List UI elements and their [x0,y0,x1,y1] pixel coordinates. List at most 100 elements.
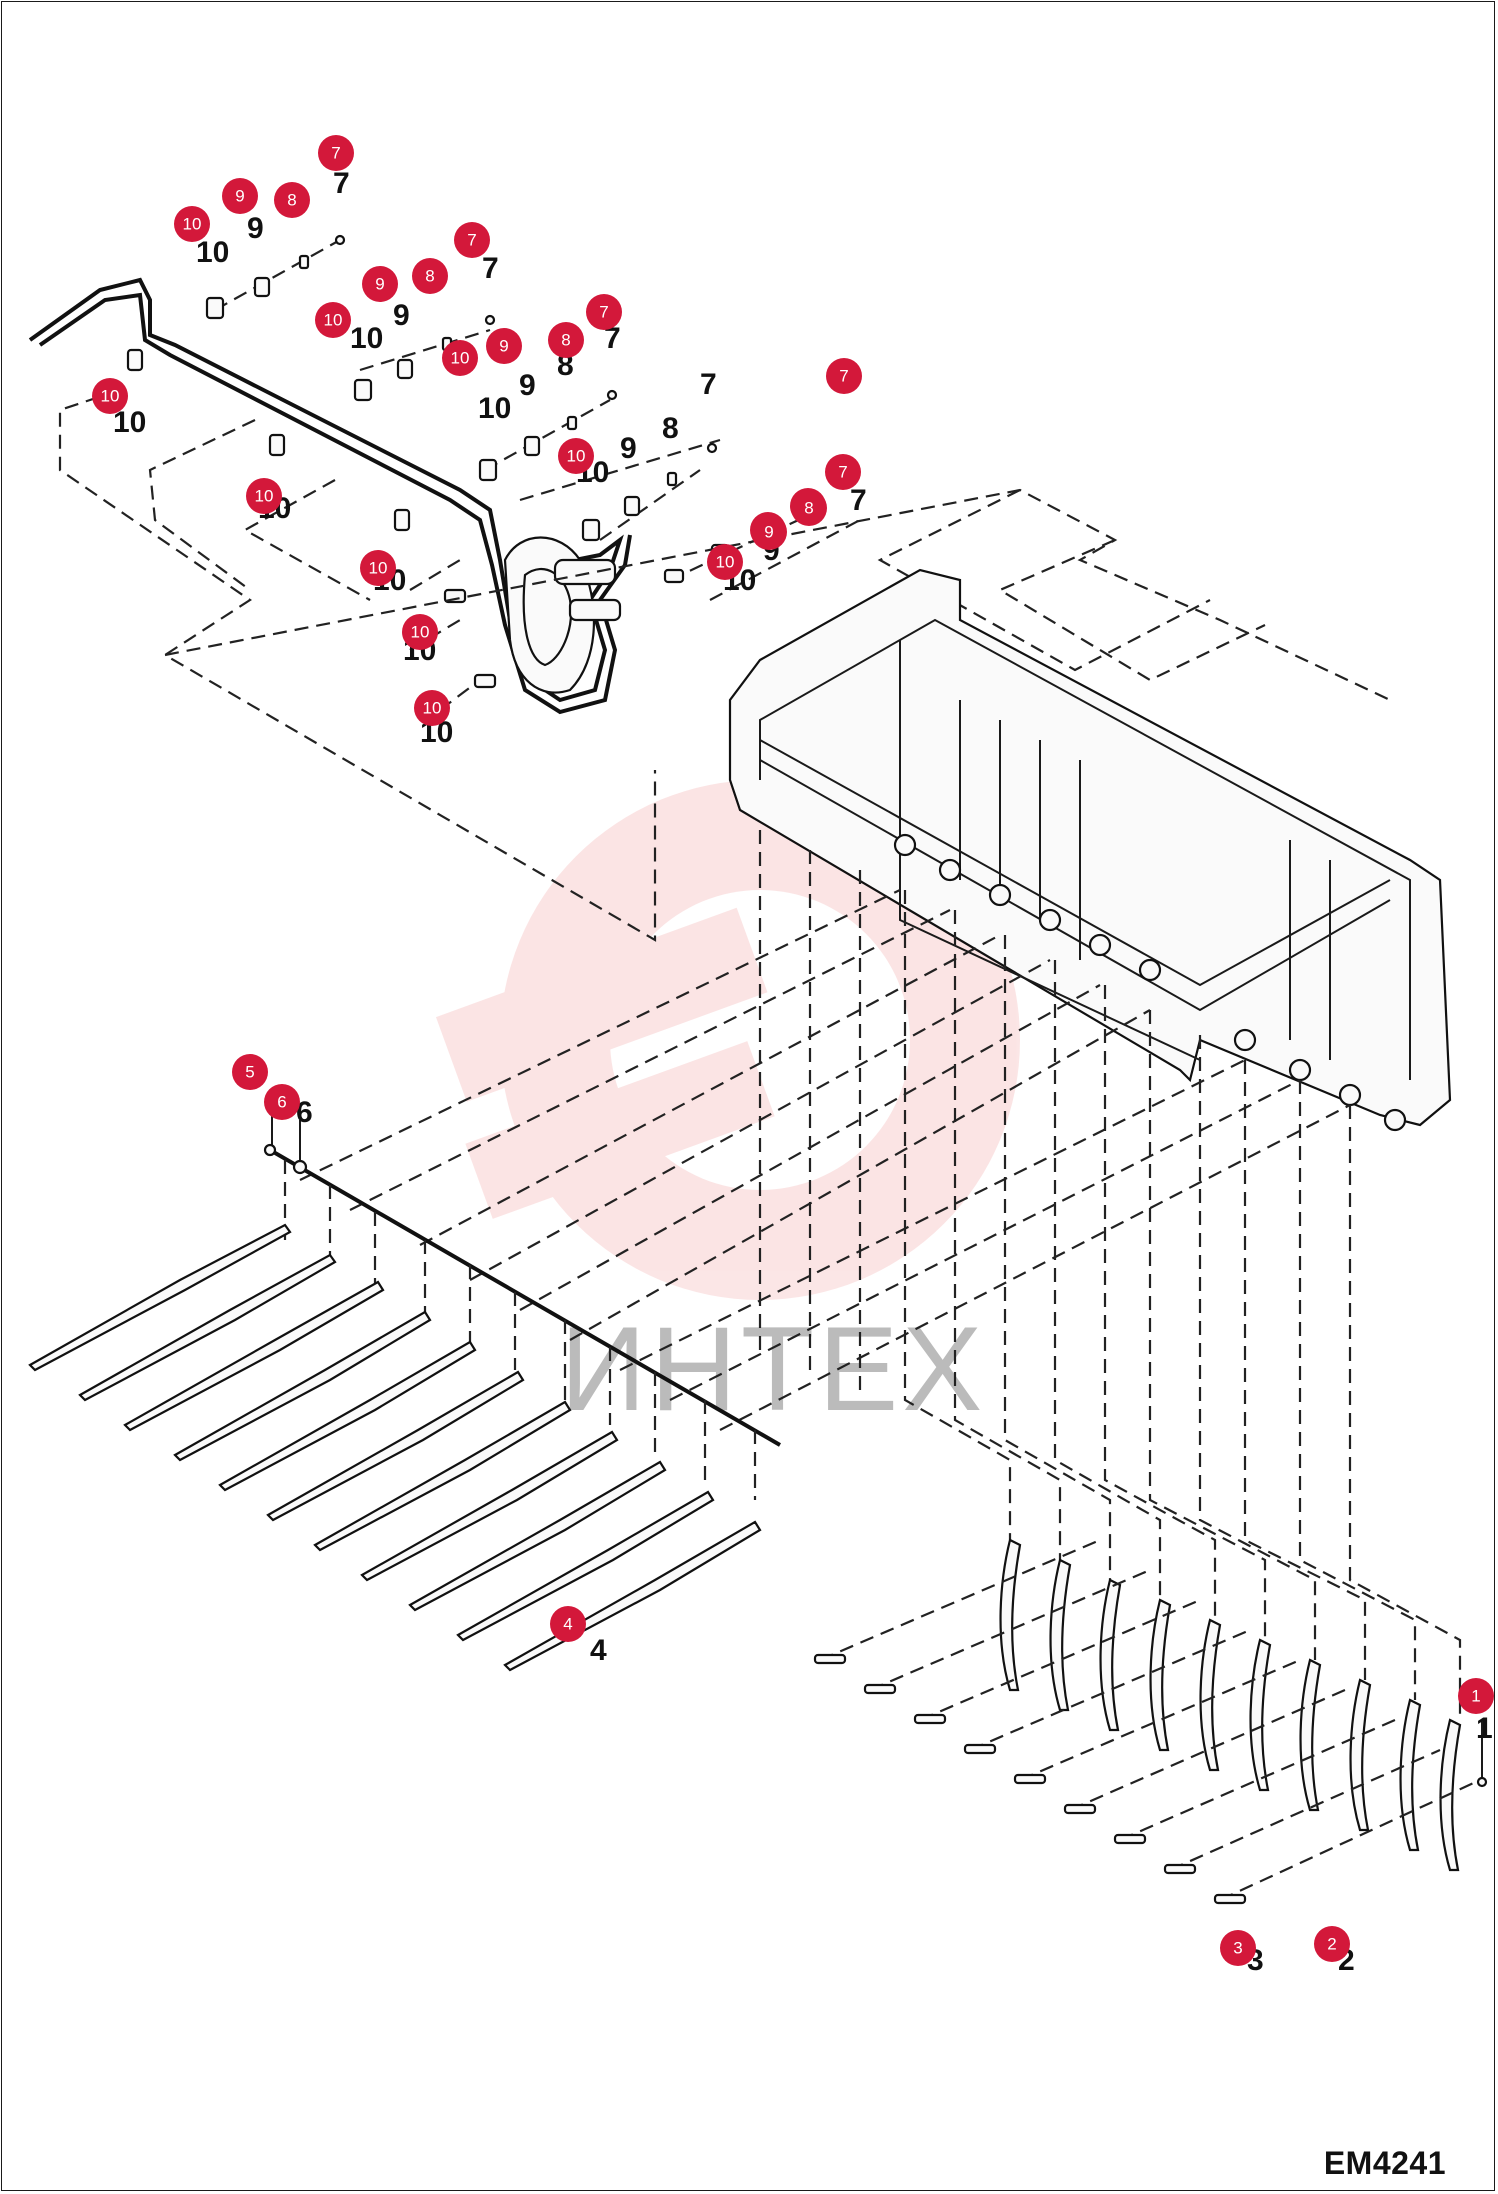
callout-8: 8 [791,490,827,526]
callout-label: 7 [599,303,608,322]
callout-label: 8 [561,331,570,350]
callout-circle [315,302,351,338]
callout-circle [174,206,210,242]
callout-label: 10 [716,553,735,572]
callout-label: 10 [369,559,388,578]
callout-label: 10 [324,311,343,330]
callout-label: 8 [287,191,296,210]
tine-leader-lines [299,830,1462,1720]
callout-circle [246,478,282,514]
callout-circle [548,322,584,358]
callout-circle [360,550,396,586]
grapple-frame [164,488,1452,1132]
svg-text:10: 10 [478,392,511,425]
callout-label: 9 [375,275,384,294]
callout-10: 10 [558,438,594,474]
diagram-code: EM4241 [1323,2145,1446,2181]
callout-3: 3 [1220,1930,1256,1966]
callout-circle [1220,1930,1256,1966]
callout-circle [486,328,522,364]
callout-circle [791,490,827,526]
callout-label: 9 [235,187,244,206]
callout-label: 7 [331,144,340,163]
callout-8: 8 [548,322,584,358]
tine-rod: 6 [263,1096,782,1500]
callout-circle [1458,1678,1494,1714]
hydraulic-assembly-outline [58,388,657,942]
svg-text:1: 1 [1476,1712,1493,1745]
callout-circle [558,438,594,474]
svg-text:7: 7 [482,252,499,285]
callout-circle [222,178,258,214]
callout-8: 8 [274,182,310,218]
hydraulic-hose-assembly [28,277,632,715]
callout-circle [264,1084,300,1120]
callout-label: 7 [838,463,847,482]
svg-text:9: 9 [620,432,637,465]
callout-label: 10 [101,387,120,406]
callout-circle [92,378,128,414]
callout-label: 9 [764,523,773,542]
svg-text:10: 10 [196,236,229,269]
callout-circle [318,135,354,171]
callout-circle [442,340,478,376]
callout-8: 8 [412,258,448,294]
callout-7: 7 [454,222,490,258]
svg-text:8: 8 [662,412,679,445]
callout-7: 7 [586,294,622,330]
callout-7: 7 [318,135,354,171]
callout-10: 10 [315,302,351,338]
callout-label: 10 [423,699,442,718]
callout-label: 8 [425,267,434,286]
callout-10: 10 [414,690,450,726]
callout-10: 10 [174,206,210,242]
callout-label: 7 [839,367,848,386]
svg-text:7: 7 [700,368,717,401]
callouts: 7981079810781091078910107891010101056413… [92,135,1494,1966]
callout-7: 7 [825,454,861,490]
callout-2: 2 [1314,1926,1350,1962]
callout-5: 5 [232,1054,268,1090]
callout-10: 10 [92,378,128,414]
callout-9: 9 [486,328,522,364]
callout-circle [274,182,310,218]
callout-label: 1 [1471,1687,1480,1706]
callout-label: 10 [451,349,470,368]
callout-label: 10 [411,623,430,642]
svg-text:7: 7 [850,484,867,517]
callout-label: 8 [804,499,813,518]
callout-label: 6 [277,1093,286,1112]
callout-1: 1 [1458,1678,1494,1714]
straight-tines: 4 [28,1223,762,1672]
callout-10: 10 [442,340,478,376]
callout-label: 4 [563,1615,572,1634]
callout-circle [1314,1926,1350,1962]
callout-circle [402,614,438,650]
svg-text:7: 7 [604,322,621,355]
callout-6: 6 [264,1084,300,1120]
callout-circle [826,358,862,394]
watermark-text: ИНТЕХ [560,1302,986,1436]
svg-text:9: 9 [247,212,264,245]
callout-circle [586,294,622,330]
callout-label: 7 [467,231,476,250]
callout-label: 3 [1233,1939,1242,1958]
fittings [126,234,861,711]
callout-10: 10 [402,614,438,650]
fitting-labels: 7 9 10 7 9 10 7 8 9 10 7 8 9 10 7 9 10 1… [113,167,867,749]
callout-4: 4 [550,1606,586,1642]
callout-circle [751,514,787,550]
svg-text:4: 4 [590,1634,607,1667]
callout-label: 2 [1327,1935,1336,1954]
callout-label: 9 [499,337,508,356]
callout-circle [362,266,398,302]
callout-9: 9 [751,514,787,550]
callout-10: 10 [707,544,743,580]
callout-9: 9 [222,178,258,214]
callout-label: 10 [255,487,274,506]
callout-circle [707,544,743,580]
callout-10: 10 [246,478,282,514]
